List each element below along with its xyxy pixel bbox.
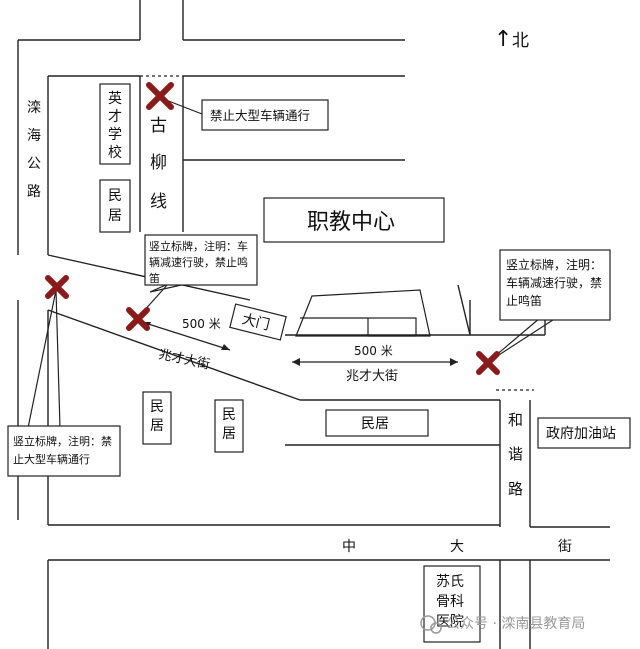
callout-text: 竖立标牌，注明： xyxy=(506,257,602,272)
x-mark-icon xyxy=(476,351,500,375)
gas-station-label: 政府加油站 xyxy=(546,426,616,442)
callout-mid-sign: 竖立标牌，注明：车 辆减速行驶，禁止鸣 笛 xyxy=(133,234,258,323)
road-label-hexie: 谐 xyxy=(508,445,523,463)
callout-text: 止大型车辆通行 xyxy=(13,452,90,466)
road-label-luanhai: 路 xyxy=(27,184,41,200)
road-label-zhongda: 大 xyxy=(450,539,464,555)
road-edge xyxy=(47,309,301,401)
hospital-label: 医院 xyxy=(436,614,464,630)
road-label-hexie: 和 xyxy=(508,411,523,429)
callout-text: 止鸣笛 xyxy=(506,293,542,308)
road-label-hexie: 路 xyxy=(508,480,523,498)
residence-box: 民居 xyxy=(325,409,429,437)
road-edge xyxy=(457,284,471,336)
road-label-guliu: 线 xyxy=(150,192,167,212)
callout-top-ban: 禁止大型车辆通行 xyxy=(165,99,329,131)
watermark-text: 公众号 · 滦南县教育局 xyxy=(446,616,585,632)
callout-text: 竖立标牌，注明：禁 xyxy=(13,434,112,448)
callout-text: 车辆减速行驶，禁 xyxy=(506,275,602,290)
road-label-luanhai: 公 xyxy=(27,156,41,172)
school-box: 英 才 学 校 xyxy=(99,83,131,165)
vocational-center-label: 职教中心 xyxy=(307,210,395,235)
school-label: 学 xyxy=(108,127,122,143)
x-mark-icon xyxy=(126,307,150,331)
x-mark-icon xyxy=(146,82,174,110)
road-label-zhaocai: 兆才大街 xyxy=(157,347,211,372)
residence-box: 民 居 xyxy=(214,399,244,453)
hospital-box: 苏氏 骨科 医院 xyxy=(423,565,481,643)
distance-arrow-right: 500 米 xyxy=(292,344,458,366)
callout-text: 笛 xyxy=(149,271,160,285)
vocational-center-box: 职教中心 xyxy=(263,197,445,243)
callout-text: 竖立标牌，注明：车 xyxy=(149,239,248,253)
wechat-icon xyxy=(430,622,442,634)
campus-outline xyxy=(295,289,431,337)
road-label-luanhai: 滦 xyxy=(27,100,41,116)
callout-text: 禁止大型车辆通行 xyxy=(210,108,310,123)
hospital-label: 骨科 xyxy=(436,594,464,610)
callout-left-sign: 竖立标牌，注明：禁 止大型车辆通行 xyxy=(7,289,121,477)
school-label: 才 xyxy=(108,109,122,125)
gas-station-box: 政府加油站 xyxy=(537,417,631,449)
distance-label: 500 米 xyxy=(354,344,393,358)
north-arrow-icon: ↑ xyxy=(494,27,512,52)
residence-box: 民 居 xyxy=(142,391,172,445)
campus-building xyxy=(367,317,417,337)
hospital-label: 苏氏 xyxy=(436,574,464,590)
residence-box: 民 居 xyxy=(99,179,131,233)
road-label-luanhai: 海 xyxy=(27,128,41,144)
north-label: 北 xyxy=(512,31,529,51)
distance-label: 500 米 xyxy=(182,317,221,331)
road-label-zhongda: 街 xyxy=(558,539,572,555)
residence-label: 居 xyxy=(222,426,236,442)
callout-right-sign: 竖立标牌，注明： 车辆减速行驶，禁 止鸣笛 xyxy=(487,249,611,363)
residence-label: 民居 xyxy=(361,416,389,432)
gate-box: 大门 xyxy=(229,303,287,341)
school-label: 校 xyxy=(108,144,122,161)
residence-label: 民 xyxy=(150,399,164,415)
road-label-guliu: 柳 xyxy=(150,153,167,173)
road-label-zhongda: 中 xyxy=(342,539,356,555)
gate-label: 大门 xyxy=(240,311,271,333)
school-label: 英 xyxy=(108,90,122,107)
road-label-guliu: 古 xyxy=(150,116,167,136)
watermark: 公众号 · 滦南县教育局 xyxy=(420,615,585,634)
distance-arrow-left: 500 米 xyxy=(141,317,231,351)
residence-label: 民 xyxy=(108,188,122,204)
x-mark-icon xyxy=(45,275,69,299)
residence-label: 民 xyxy=(222,407,236,423)
callout-text: 辆减速行驶，禁止鸣 xyxy=(149,255,248,269)
residence-label: 居 xyxy=(150,418,164,434)
residence-label: 居 xyxy=(108,208,122,224)
road-label-zhaocai: 兆才大街 xyxy=(346,369,398,384)
